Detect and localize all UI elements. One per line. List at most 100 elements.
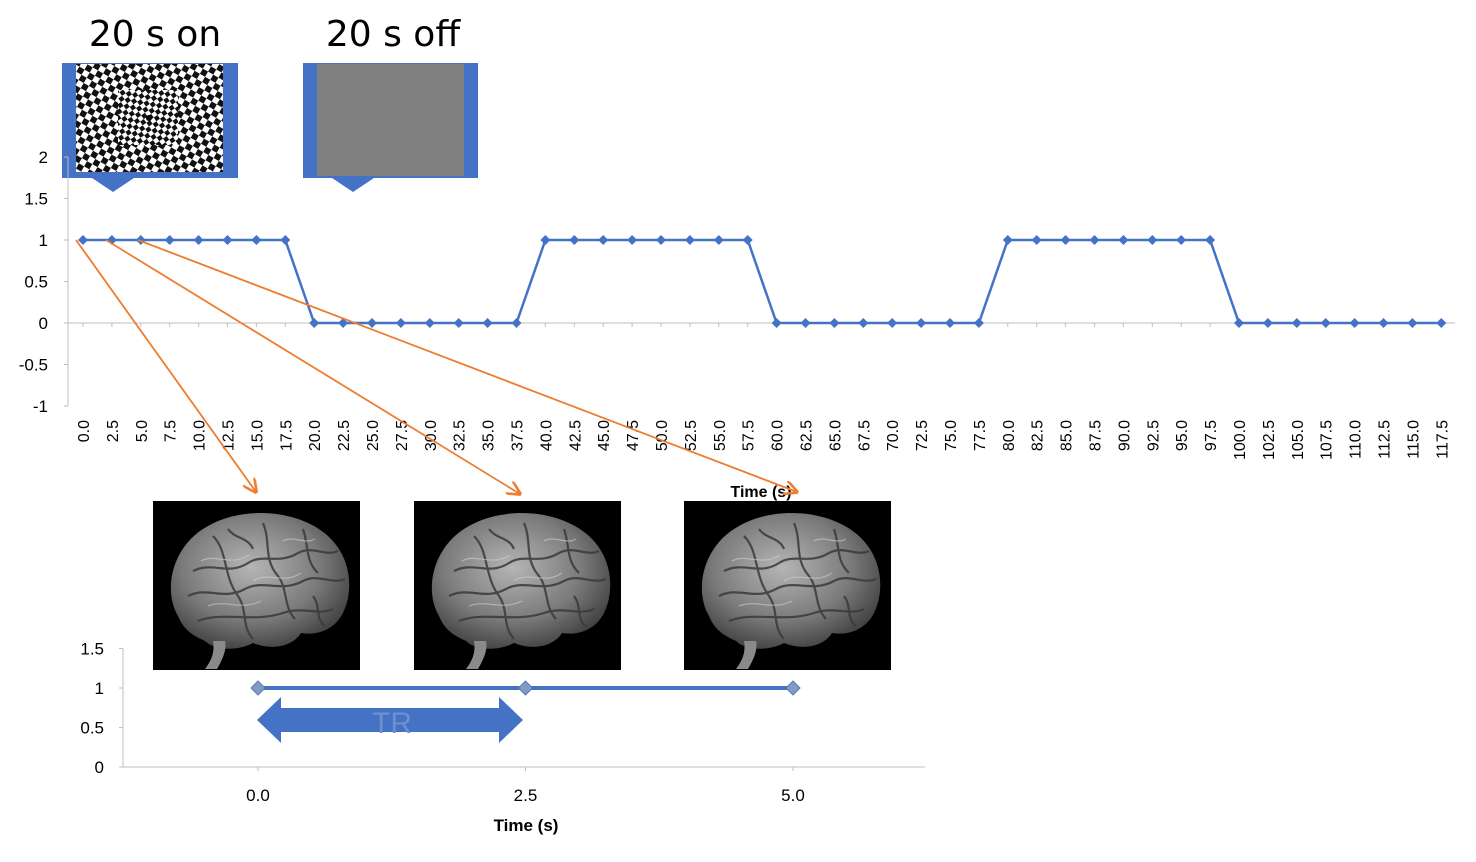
top-x-tick-label: 45.0 (596, 420, 613, 451)
top-data-point (453, 318, 464, 328)
top-x-tick-label: 110.0 (1348, 420, 1365, 459)
top-x-tick-label: 85.0 (1059, 420, 1076, 451)
bottom-x-tick-label: 0.0 (246, 786, 270, 805)
top-x-tick-label: 112.5 (1377, 420, 1394, 459)
stimulus-off-label: 20 s off (325, 14, 461, 55)
top-data-point (916, 318, 927, 328)
top-x-tick-label: 82.5 (1030, 420, 1047, 451)
top-x-tick-label: 50.0 (654, 420, 671, 451)
top-x-tick-label: 5.0 (134, 420, 151, 442)
top-data-point (511, 318, 522, 328)
top-data-point (193, 235, 204, 245)
top-data-point (684, 235, 695, 245)
top-x-tick-label: 42.5 (567, 420, 584, 451)
top-data-point (800, 318, 811, 328)
top-x-tick-label: 30.0 (423, 420, 440, 451)
top-data-point (771, 318, 782, 328)
top-x-tick-label: 75.0 (943, 420, 960, 451)
top-data-point (569, 235, 580, 245)
top-data-point (656, 235, 666, 245)
top-x-tick-label: 17.5 (278, 420, 295, 451)
top-data-point (540, 235, 551, 245)
top-data-point (1089, 235, 1100, 245)
bottom-data-point (250, 680, 266, 696)
top-x-axis-label: Time (s) (730, 484, 791, 501)
arrow-1 (75, 239, 256, 492)
top-data-point (627, 235, 638, 245)
top-x-tick-label: 32.5 (452, 420, 469, 451)
top-x-tick-label: 72.5 (914, 420, 931, 451)
top-x-tick-label: 107.5 (1319, 420, 1336, 460)
top-data-point (1205, 235, 1216, 245)
top-y-tick-label: 1 (39, 231, 48, 250)
top-data-point (713, 235, 724, 245)
top-data-point (1031, 235, 1042, 245)
top-data-point (1320, 318, 1331, 328)
top-x-tick-label: 60.0 (770, 420, 787, 451)
top-x-tick-label: 115.0 (1405, 420, 1422, 459)
top-data-point (887, 318, 898, 328)
top-x-tick-label: 10.0 (192, 420, 209, 451)
top-data-point (742, 235, 753, 245)
top-x-tick-label: 80.0 (1001, 420, 1018, 451)
top-series-line (83, 238, 1442, 325)
stimulus-on-label: 20 s on (88, 14, 222, 55)
top-x-tick-label: 15.0 (249, 420, 266, 451)
top-x-tick-label: 97.5 (1203, 420, 1220, 451)
top-x-tick-label: 47.5 (625, 420, 642, 451)
top-data-point (1436, 318, 1447, 328)
top-x-tick-label: 77.5 (972, 420, 989, 451)
top-data-point (973, 318, 984, 328)
top-x-tick-label: 65.0 (827, 420, 844, 451)
top-data-point (338, 318, 349, 328)
tr-label: TR (372, 707, 412, 740)
top-x-tick-label: 7.5 (163, 420, 180, 442)
top-x-tick-label: 37.5 (510, 420, 527, 451)
top-y-tick-label: 0 (39, 314, 48, 333)
top-x-tick-label: 105.0 (1290, 420, 1307, 460)
top-data-point (1002, 235, 1013, 245)
top-y-tick-label: 1.5 (24, 190, 48, 209)
top-data-point (1176, 235, 1187, 245)
top-data-point (482, 318, 493, 328)
top-data-point (164, 235, 175, 245)
top-x-tick-label: 0.0 (76, 420, 93, 442)
top-data-point (858, 318, 869, 328)
top-x-tick-label: 52.5 (683, 420, 700, 451)
top-data-point (1234, 318, 1244, 328)
top-data-point (424, 318, 435, 328)
top-x-tick-label: 35.0 (481, 420, 498, 451)
top-y-tick-label: -1 (33, 397, 48, 416)
brain-scan-1 (151, 499, 362, 672)
bottom-y-tick-label: 0 (95, 758, 104, 777)
bottom-data-point (785, 680, 801, 696)
top-x-tick-label: 117.5 (1434, 420, 1451, 459)
top-data-point (395, 318, 406, 328)
top-data-point (367, 318, 377, 328)
top-data-point (309, 318, 320, 328)
top-x-tick-label: 62.5 (799, 420, 816, 451)
stimulus-off-callout (303, 63, 478, 192)
tr-double-arrow (257, 697, 523, 743)
top-x-tick-label: 40.0 (538, 420, 555, 451)
brain-scan-2 (412, 499, 623, 672)
top-x-tick-label: 90.0 (1116, 420, 1133, 451)
bottom-data-point (517, 680, 534, 696)
top-x-tick-label: 100.0 (1232, 420, 1249, 460)
top-x-tick-label: 2.5 (105, 420, 122, 442)
top-data-point (829, 318, 840, 328)
stimulus-on-callout (62, 63, 238, 192)
top-x-tick-label: 70.0 (885, 420, 902, 451)
bottom-x-axis-label: Time (s) (494, 816, 559, 835)
top-data-point (78, 235, 88, 245)
top-data-point (1118, 235, 1129, 245)
top-data-point (135, 235, 146, 245)
top-x-tick-label: 22.5 (336, 420, 353, 451)
top-y-tick-label: 2 (39, 148, 48, 167)
bottom-x-tick-label: 2.5 (514, 786, 538, 805)
top-data-point (1407, 318, 1418, 328)
